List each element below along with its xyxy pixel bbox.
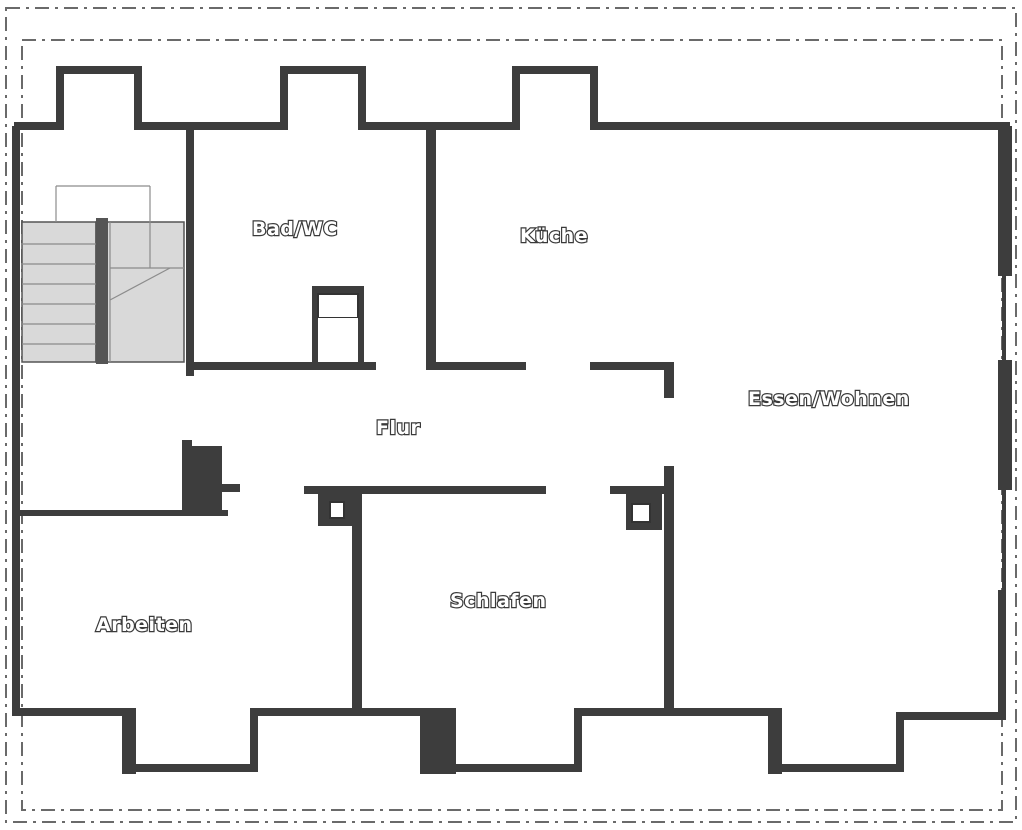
site-border-inner — [21, 39, 1003, 811]
exterior-walls — [12, 66, 1012, 774]
staircase — [21, 185, 185, 364]
chimneys — [318, 492, 662, 530]
bathroom-fixture — [312, 286, 364, 364]
room-label-schlafen: Schlafen — [450, 590, 547, 612]
site-border-outer — [5, 7, 1017, 823]
room-label-bad-wc: Bad/WC — [252, 218, 338, 240]
room-label-flur: Flur — [376, 417, 421, 439]
room-label-kueche: Küche — [520, 225, 588, 247]
room-label-essen-wohnen: Essen/Wohnen — [748, 388, 910, 410]
room-label-arbeiten: Arbeiten — [96, 614, 193, 636]
interior-walls — [16, 126, 674, 712]
